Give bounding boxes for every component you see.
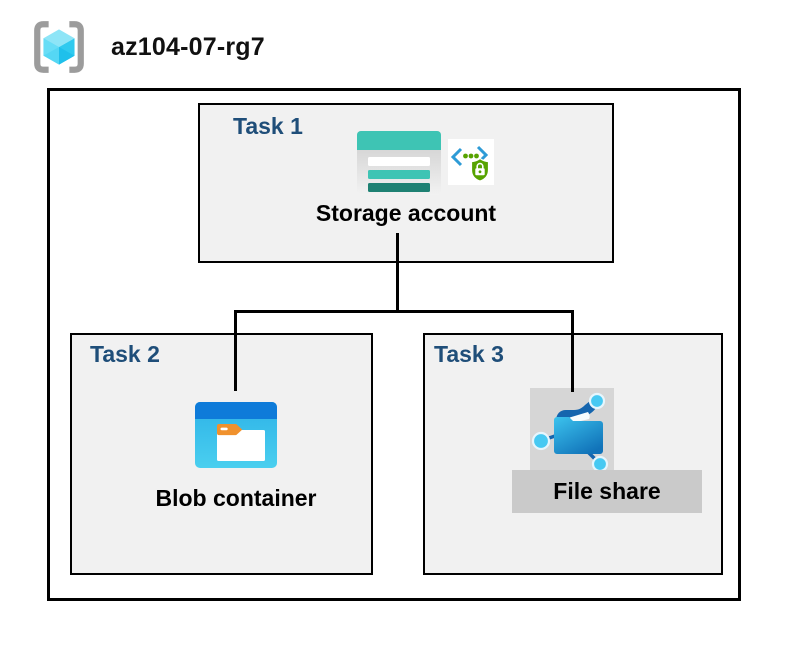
file-share-label-background: File share [512,470,702,513]
task1-label: Task 1 [233,113,303,139]
task2-box: Task 2 Blob container [70,333,373,575]
connector-storage-stem [396,233,399,313]
resource-group-icon [34,21,84,73]
connector-to-file-share [571,310,574,392]
resource-group-header: az104-07-rg7 [30,18,265,76]
storage-account-icon [357,131,441,195]
connector-to-blob-container [234,310,237,391]
task2-label: Task 2 [90,341,160,367]
storage-account-label: Storage account [315,200,497,226]
blob-container-icon [195,402,277,468]
file-share-label: File share [553,478,661,504]
sas-security-icon [448,139,494,185]
task3-label: Task 3 [434,341,504,367]
blob-container-label: Blob container [155,485,317,511]
task1-box: Task 1 Storage account [198,103,614,263]
resource-group-name: az104-07-rg7 [111,32,265,61]
file-share-icon [531,392,609,473]
file-share-icon-background [530,388,614,473]
connector-horizontal [234,310,574,313]
